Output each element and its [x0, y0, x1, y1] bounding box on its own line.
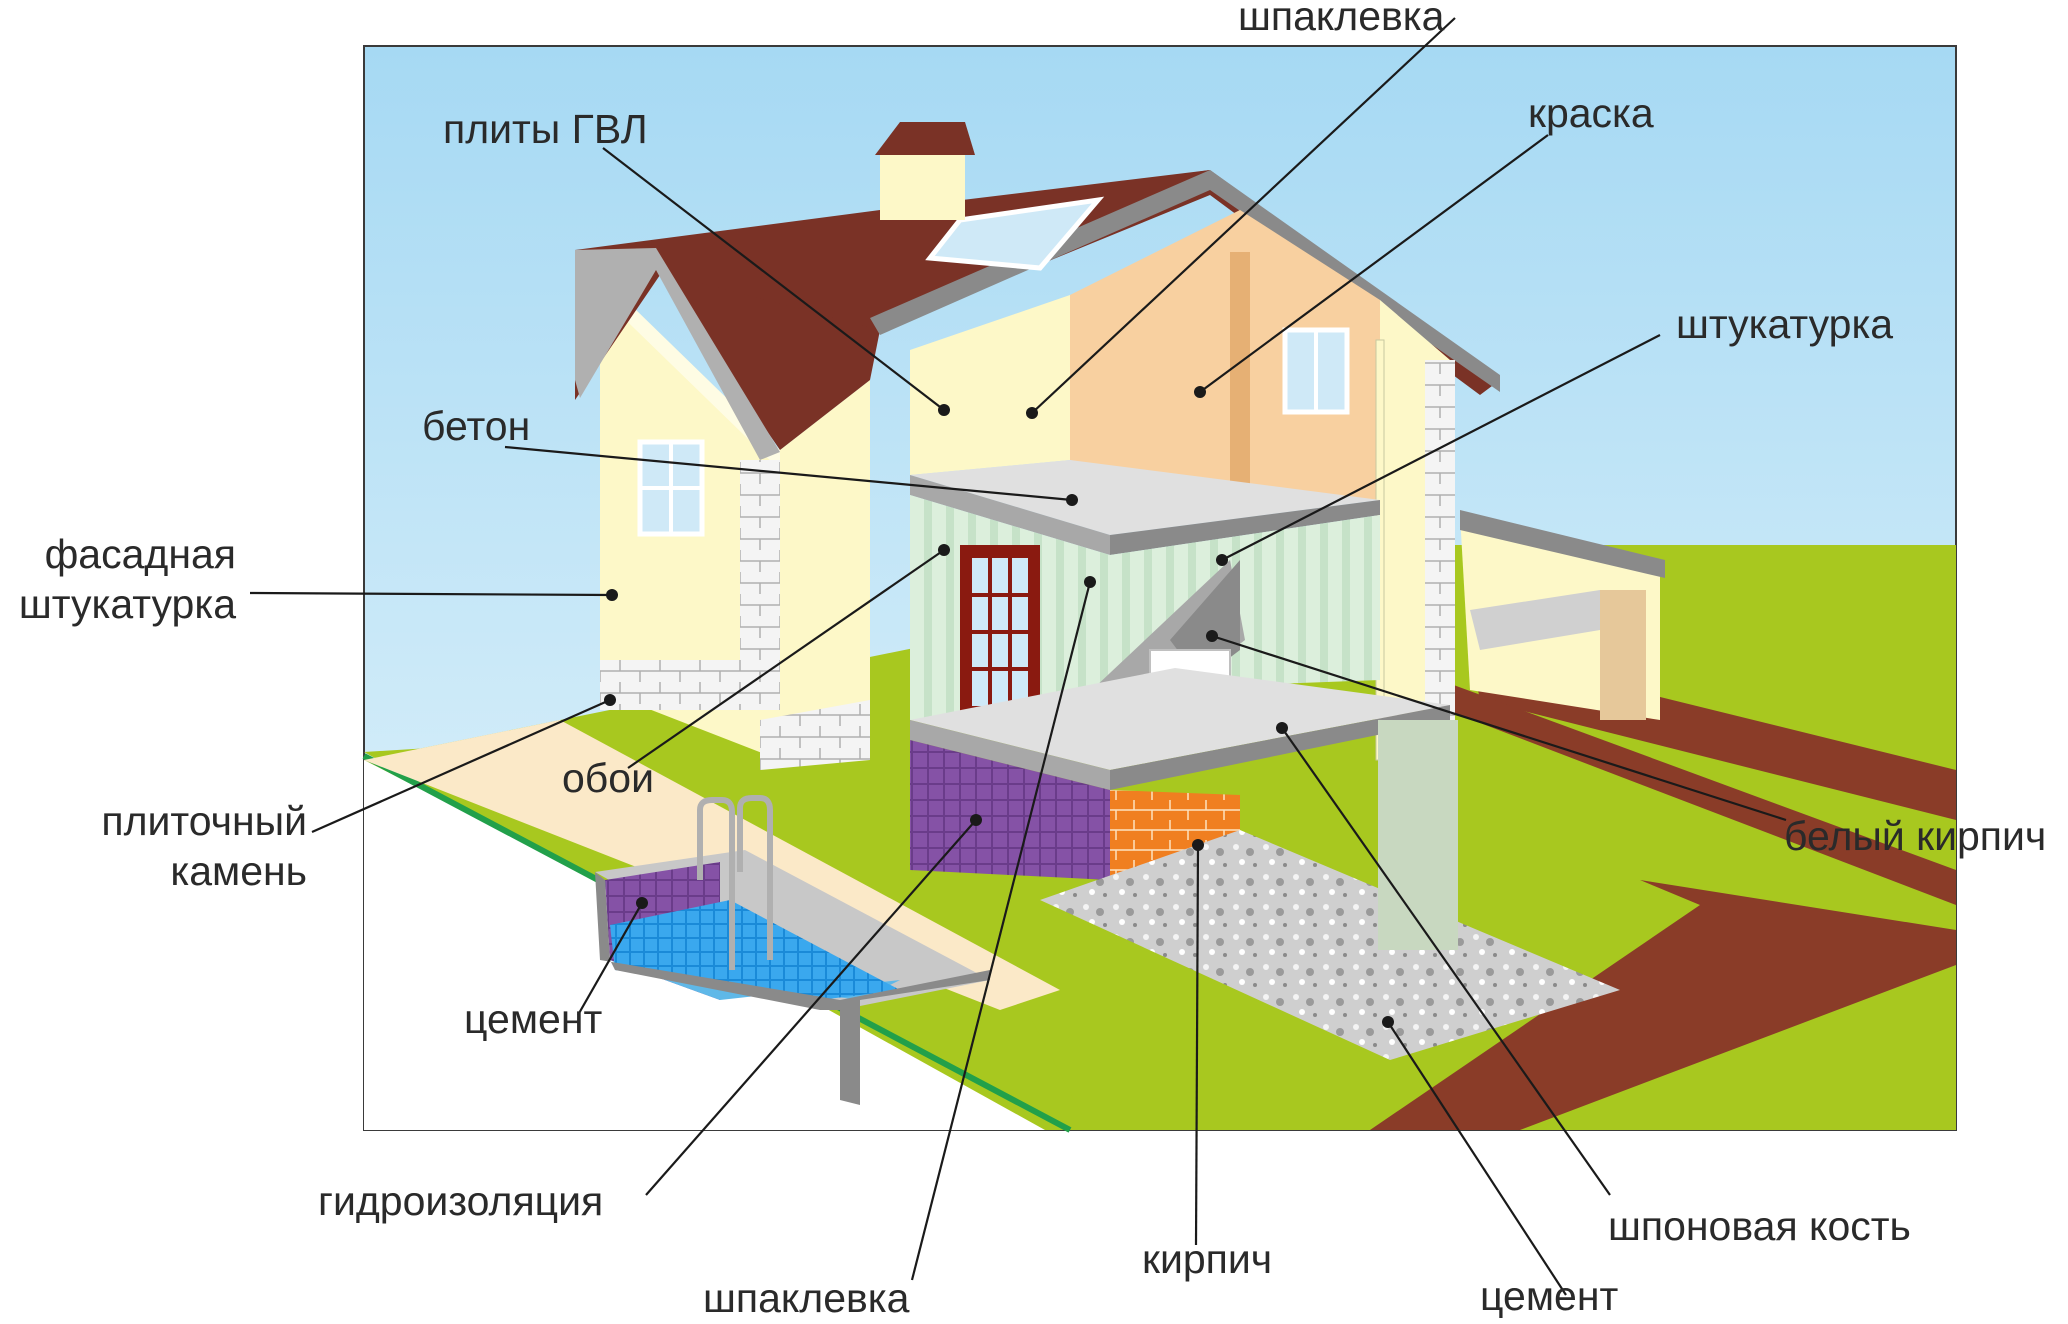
label-belyy-kirpich: белый кирпич — [1784, 813, 2047, 859]
lower-concrete-slab — [910, 668, 1450, 790]
label-kirpich: кирпич — [1142, 1236, 1273, 1282]
label-shtukaturka: штукатурка — [1676, 301, 1894, 347]
label-oboi: обои — [562, 755, 654, 801]
label-plitochnyy-line1: плиточный — [101, 798, 307, 844]
label-beton: бетон — [422, 403, 531, 449]
garage — [1460, 510, 1665, 720]
label-kraska: краска — [1528, 90, 1654, 136]
upper-floor-interior — [910, 210, 1455, 761]
label-shpaklevka-bottom: шпаклевка — [703, 1275, 910, 1321]
label-plity-gvl: плиты ГВЛ — [443, 106, 648, 152]
leader-lines — [249, 17, 1787, 1296]
label-fasadnaya-line1: фасадная — [44, 531, 236, 577]
label-tsement-pool: цемент — [464, 996, 603, 1042]
label-fasadnaya-line2: штукатурка — [18, 581, 236, 627]
label-tsement-bottom: цемент — [1480, 1273, 1619, 1319]
pool — [595, 795, 990, 1105]
roof — [575, 122, 1500, 460]
label-gidroizolyatsiya: гидроизоляция — [318, 1178, 604, 1224]
house-left-wall — [600, 275, 780, 760]
label-plitochnyy-line2: камень — [170, 848, 307, 894]
label-shpaklevka-top: шпаклевка — [1238, 0, 1445, 39]
label-shponovaya-kost: шпоновая кость — [1608, 1203, 1911, 1249]
